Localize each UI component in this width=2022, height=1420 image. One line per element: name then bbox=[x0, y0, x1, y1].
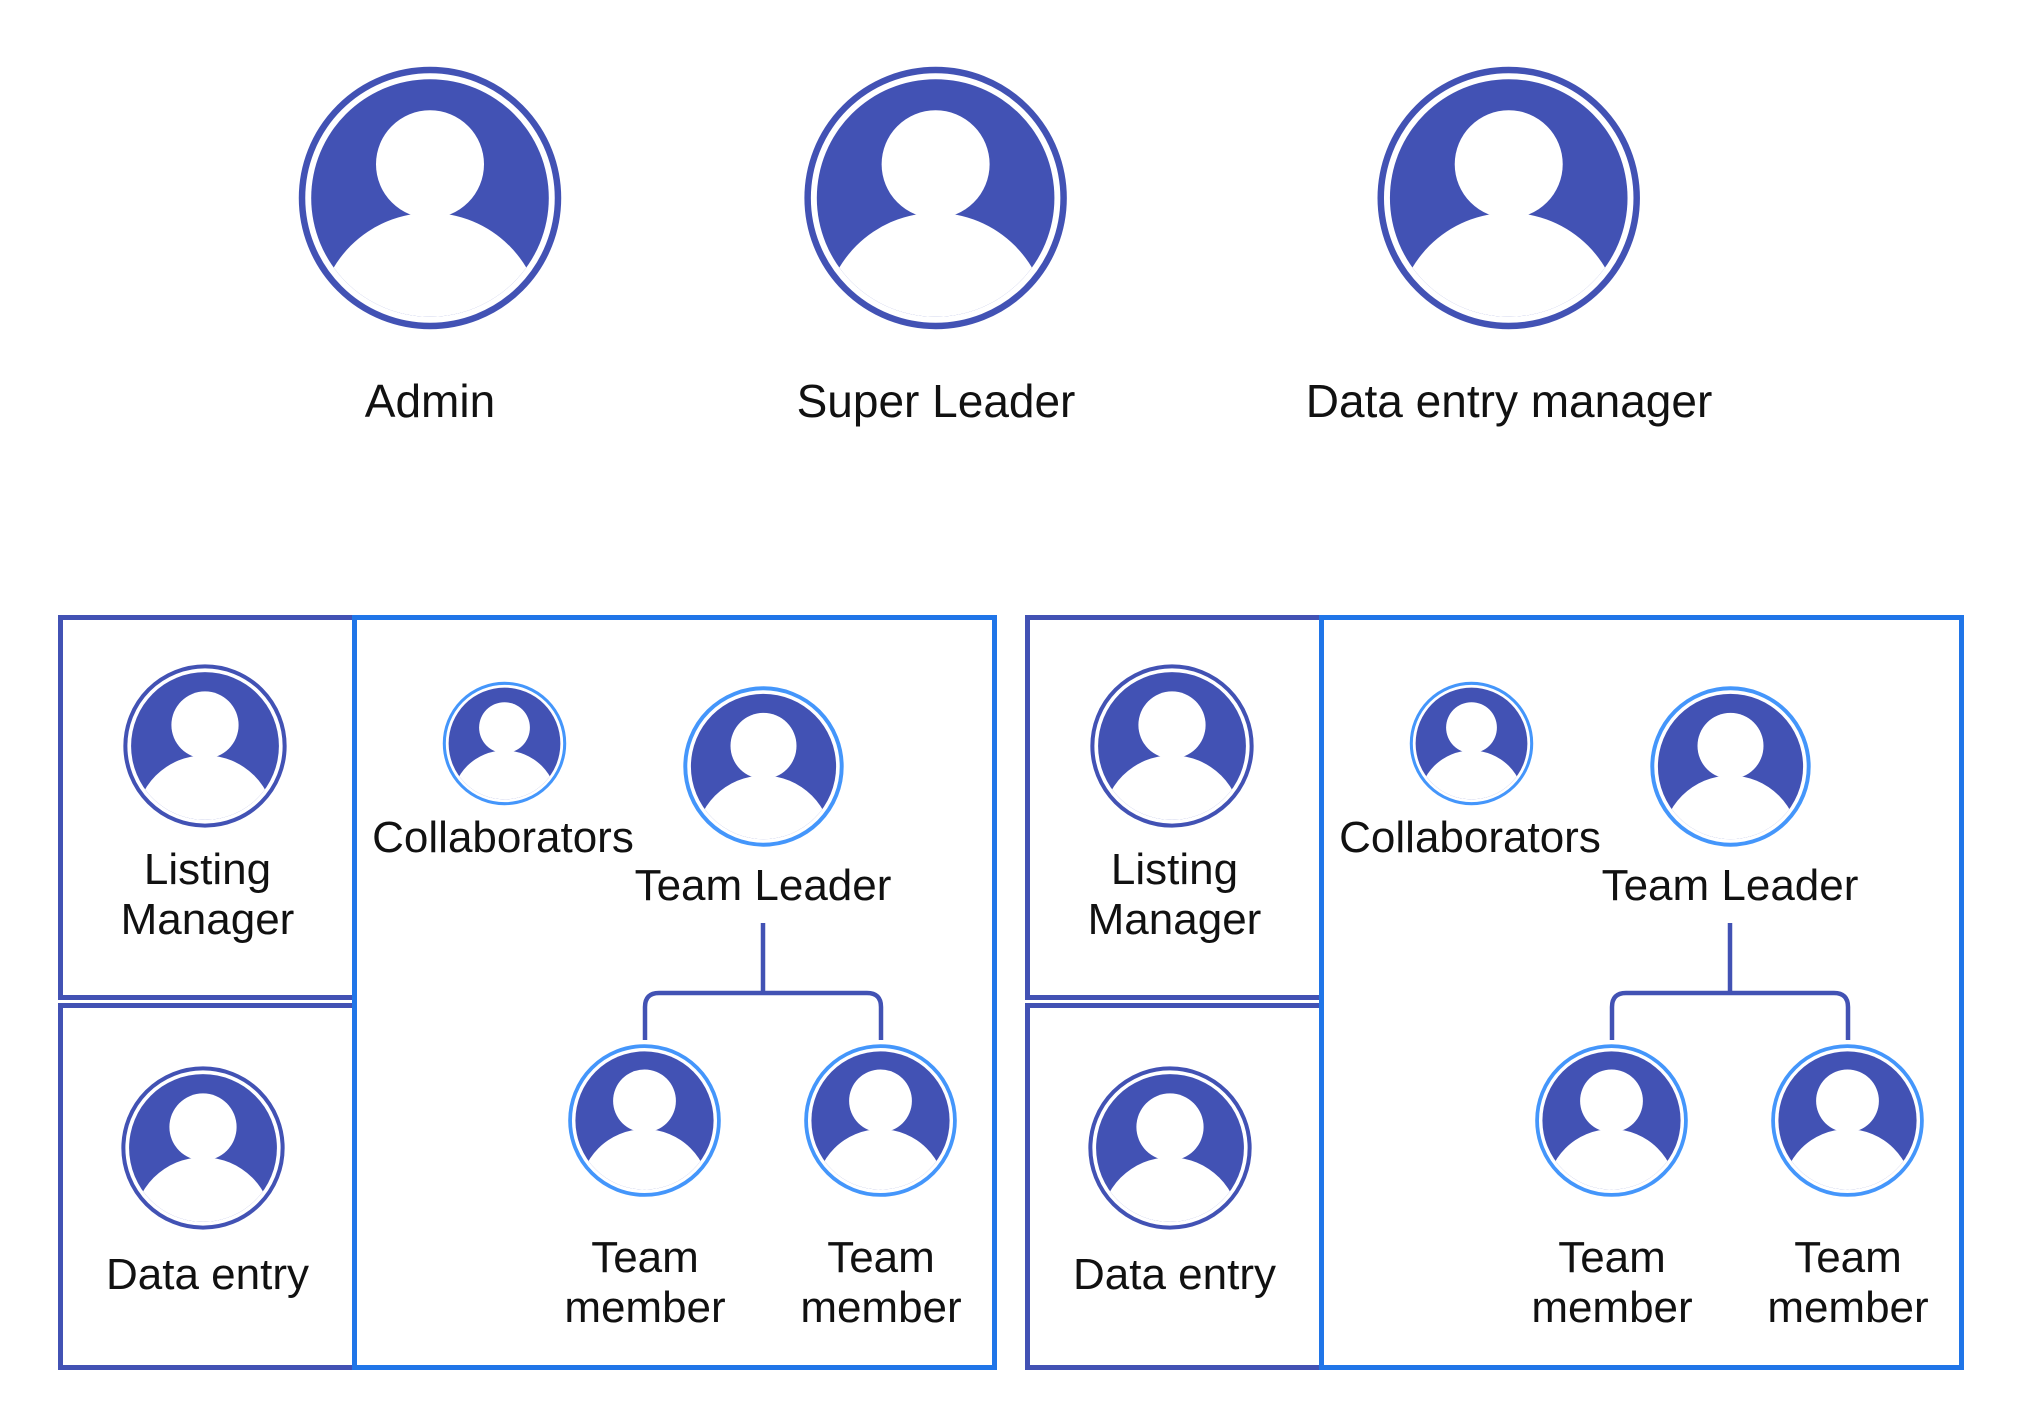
super-leader-label: Super Leader bbox=[796, 375, 1076, 427]
team-section: Collaborators Team Leader Team member Te… bbox=[1319, 615, 1964, 1370]
listing-manager-label: Listing Manager bbox=[120, 845, 295, 944]
collaborators-label: Collaborators bbox=[1339, 813, 1601, 862]
listing-manager-label: Listing Manager bbox=[1087, 845, 1262, 944]
team-member-user-avatar-icon bbox=[1769, 1042, 1926, 1199]
team-member-label: Team member bbox=[1767, 1233, 1929, 1332]
collaborators-user-avatar-icon bbox=[1408, 680, 1535, 807]
team-hierarchy-connector bbox=[642, 923, 884, 1040]
admin-user-avatar-icon bbox=[295, 63, 565, 333]
data-entry-user-avatar-icon bbox=[119, 1064, 287, 1232]
team-leader-label: Team Leader bbox=[1601, 861, 1859, 910]
data-entry-manager-label: Data entry manager bbox=[1305, 375, 1713, 427]
role-data-entry-manager: Data entry manager bbox=[1305, 63, 1713, 427]
team-leader-label: Team Leader bbox=[634, 861, 892, 910]
data-entry-label: Data entry bbox=[1073, 1250, 1276, 1299]
team-member-label: Team member bbox=[1531, 1233, 1693, 1332]
team-leader-user-avatar-icon bbox=[681, 684, 846, 849]
collaborators-label: Collaborators bbox=[372, 813, 634, 862]
admin-label: Admin bbox=[364, 375, 496, 427]
team-member-label: Team member bbox=[564, 1233, 726, 1332]
team-leader-user-avatar-icon bbox=[1648, 684, 1813, 849]
data-entry-manager-user-avatar-icon bbox=[1374, 63, 1644, 333]
team-panel-left: Listing Manager Data entry Collaborators… bbox=[58, 615, 997, 1370]
role-super-leader: Super Leader bbox=[796, 63, 1076, 427]
collaborators-user-avatar-icon bbox=[441, 680, 568, 807]
team-member-label: Team member bbox=[800, 1233, 962, 1332]
role-admin: Admin bbox=[295, 63, 565, 427]
team-section: Collaborators Team Leader Team member Te… bbox=[352, 615, 997, 1370]
data-entry-user-avatar-icon bbox=[1086, 1064, 1254, 1232]
super-leader-user-avatar-icon bbox=[801, 63, 1071, 333]
team-member-user-avatar-icon bbox=[1533, 1042, 1690, 1199]
data-entry-label: Data entry bbox=[106, 1250, 309, 1299]
team-member-user-avatar-icon bbox=[802, 1042, 959, 1199]
team-hierarchy-connector bbox=[1609, 923, 1851, 1040]
team-panel-right: Listing Manager Data entry Collaborators… bbox=[1025, 615, 1964, 1370]
listing-manager-user-avatar-icon bbox=[1088, 662, 1256, 830]
team-member-user-avatar-icon bbox=[566, 1042, 723, 1199]
listing-manager-user-avatar-icon bbox=[121, 662, 289, 830]
